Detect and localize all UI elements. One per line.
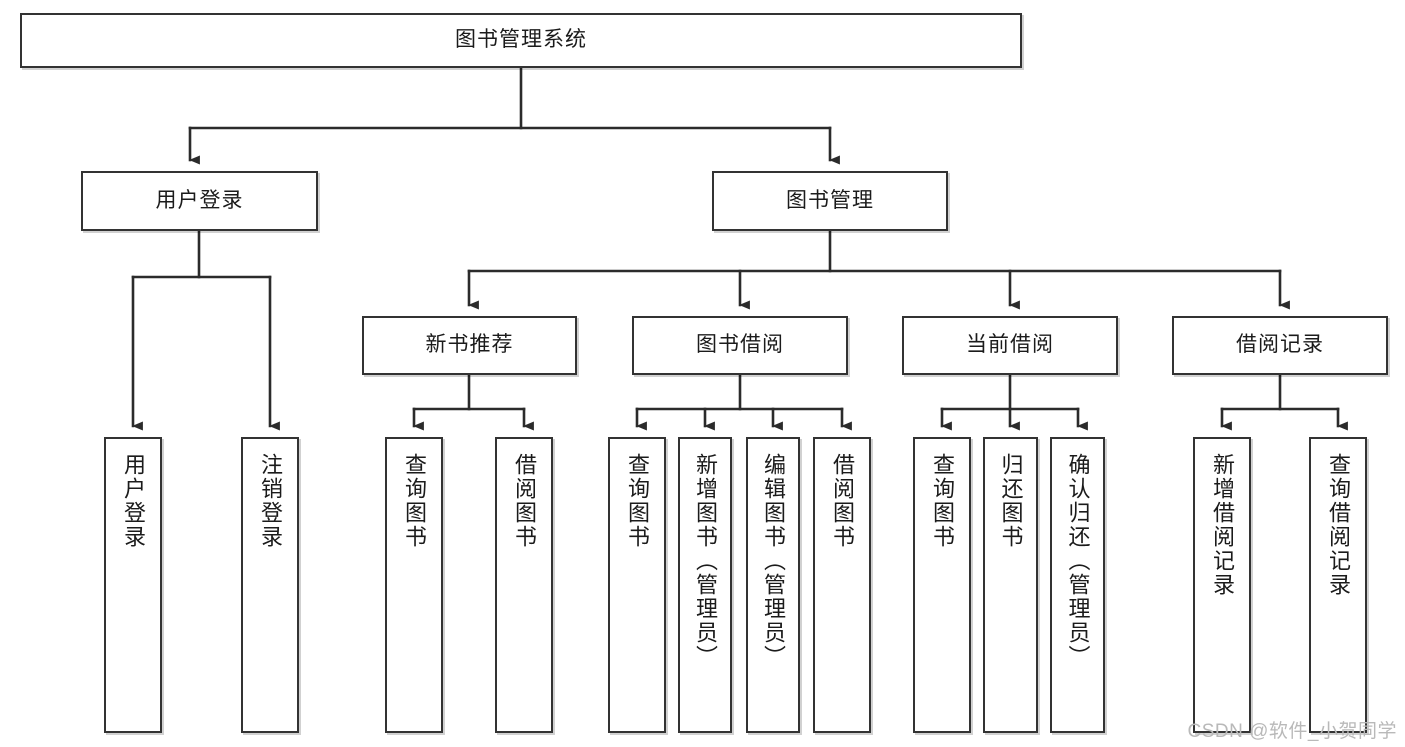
node-book-management[interactable]: 图书管理 [712, 171, 948, 231]
node-user-login[interactable]: 用户登录 [81, 171, 318, 231]
node-root-book-management-system[interactable]: 图书管理系统 [20, 13, 1022, 68]
leaf-record-add-record[interactable]: 新增借阅记录 [1193, 437, 1251, 733]
node-borrowing-records[interactable]: 借阅记录 [1172, 316, 1388, 375]
node-label: 用户登录 [155, 188, 244, 212]
csdn-watermark: CSDN @软件_小贺同学 [1187, 721, 1397, 742]
leaf-borrow-borrow-book[interactable]: 借阅图书 [813, 437, 871, 733]
node-label: 确认归还（管理员） [1065, 453, 1091, 669]
node-new-book-recommendation[interactable]: 新书推荐 [362, 316, 577, 375]
leaf-current-confirm-return-admin[interactable]: 确认归还（管理员） [1050, 437, 1105, 733]
leaf-new-book-query[interactable]: 查询图书 [385, 437, 443, 733]
node-label: 图书管理系统 [455, 28, 587, 52]
node-label: 借阅图书 [511, 453, 537, 549]
node-label: 归还图书 [998, 453, 1024, 549]
leaf-record-query-record[interactable]: 查询借阅记录 [1309, 437, 1367, 733]
node-book-borrowing[interactable]: 图书借阅 [632, 316, 848, 375]
node-label: 新书推荐 [425, 333, 514, 357]
node-label: 注销登录 [257, 453, 283, 549]
node-label: 查询图书 [401, 453, 427, 549]
node-label: 查询借阅记录 [1325, 453, 1351, 597]
leaf-current-query-book[interactable]: 查询图书 [913, 437, 971, 733]
node-label: 当前借阅 [966, 333, 1054, 357]
node-label: 用户登录 [120, 453, 146, 549]
node-label: 借阅图书 [829, 453, 855, 549]
leaf-user-login-logout[interactable]: 注销登录 [241, 437, 299, 733]
node-label: 新增图书（管理员） [692, 453, 718, 669]
leaf-borrow-query-book[interactable]: 查询图书 [608, 437, 666, 733]
node-label: 编辑图书（管理员） [760, 453, 786, 669]
leaf-current-return-book[interactable]: 归还图书 [983, 437, 1038, 733]
node-label: 图书管理 [786, 188, 874, 212]
leaf-borrow-edit-book-admin[interactable]: 编辑图书（管理员） [746, 437, 800, 733]
node-label: 借阅记录 [1236, 333, 1324, 357]
node-label: 查询图书 [624, 453, 650, 549]
node-label: 新增借阅记录 [1209, 453, 1235, 597]
leaf-borrow-add-book-admin[interactable]: 新增图书（管理员） [678, 437, 732, 733]
node-label: 查询图书 [929, 453, 955, 549]
leaf-new-book-borrow[interactable]: 借阅图书 [495, 437, 553, 733]
leaf-user-login-login[interactable]: 用户登录 [104, 437, 162, 733]
node-label: 图书借阅 [696, 333, 784, 357]
node-current-borrowing[interactable]: 当前借阅 [902, 316, 1118, 375]
